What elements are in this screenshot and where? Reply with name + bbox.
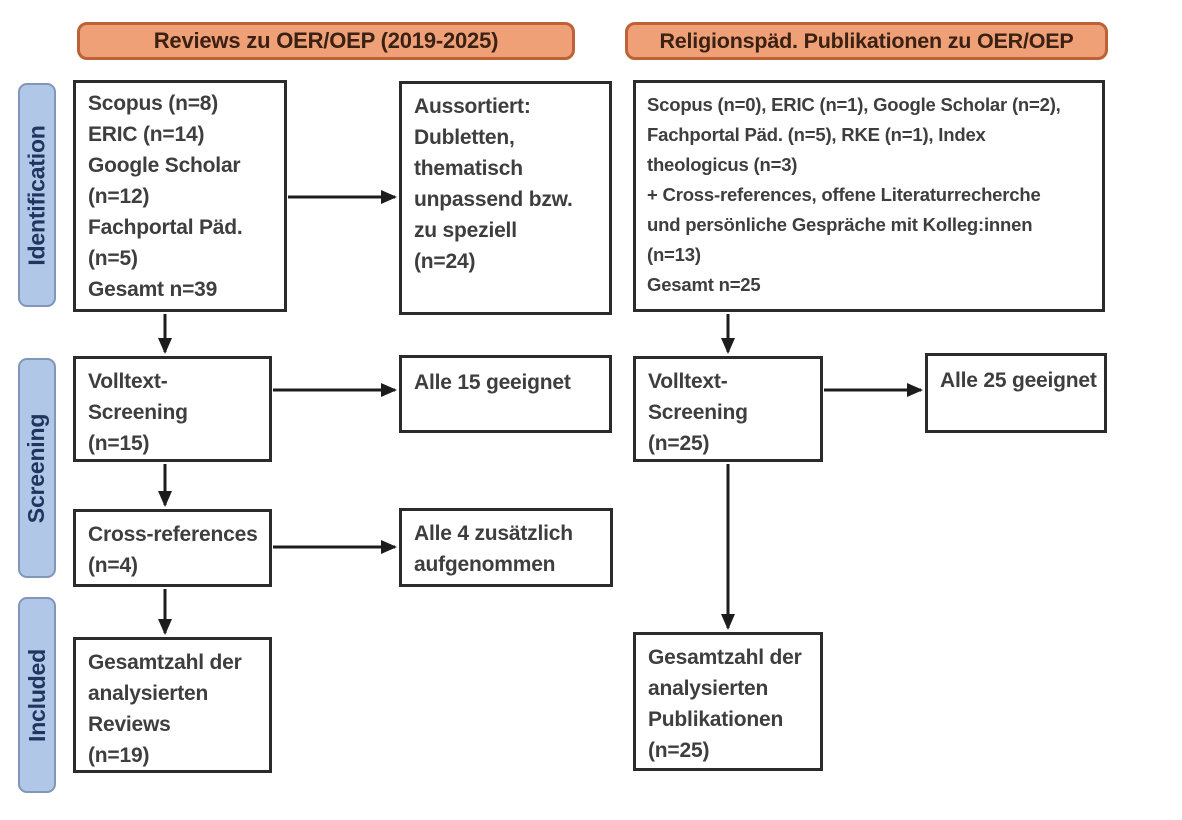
box-included-publications-total: Gesamtzahl der analysierten Publikatione… (633, 632, 823, 771)
box-alle-25-geeignet: Alle 25 geeignet (925, 353, 1107, 433)
box-fulltext-screening-reviews: Volltext- Screening (n=15) (73, 356, 272, 462)
box-included-reviews-total: Gesamtzahl der analysierten Reviews (n=1… (73, 637, 272, 773)
column-header-reviews: Reviews zu OER/OEP (2019-2025) (77, 22, 575, 60)
box-identification-sources-religionspaed: Scopus (n=0), ERIC (n=1), Google Scholar… (633, 80, 1105, 312)
stage-label-included-text: Included (23, 648, 50, 742)
box-cross-references: Cross-references (n=4) (73, 509, 272, 587)
stage-label-included: Included (18, 597, 56, 793)
stage-label-screening: Screening (18, 358, 56, 578)
box-identification-sources-reviews: Scopus (n=8) ERIC (n=14) Google Scholar … (73, 80, 287, 312)
box-fulltext-screening-religionspaed: Volltext- Screening (n=25) (633, 356, 823, 462)
stage-label-identification-text: Identification (23, 124, 50, 266)
box-alle-15-geeignet: Alle 15 geeignet (399, 355, 612, 433)
stage-label-identification: Identification (18, 83, 56, 307)
box-aussortiert-excluded: Aussortiert: Dubletten, thematisch unpas… (399, 81, 612, 315)
column-header-religionspaed: Religionspäd. Publikationen zu OER/OEP (625, 22, 1108, 60)
stage-label-screening-text: Screening (23, 413, 50, 523)
box-alle-4-zusaetzlich: Alle 4 zusätzlich aufgenommen (399, 508, 613, 587)
